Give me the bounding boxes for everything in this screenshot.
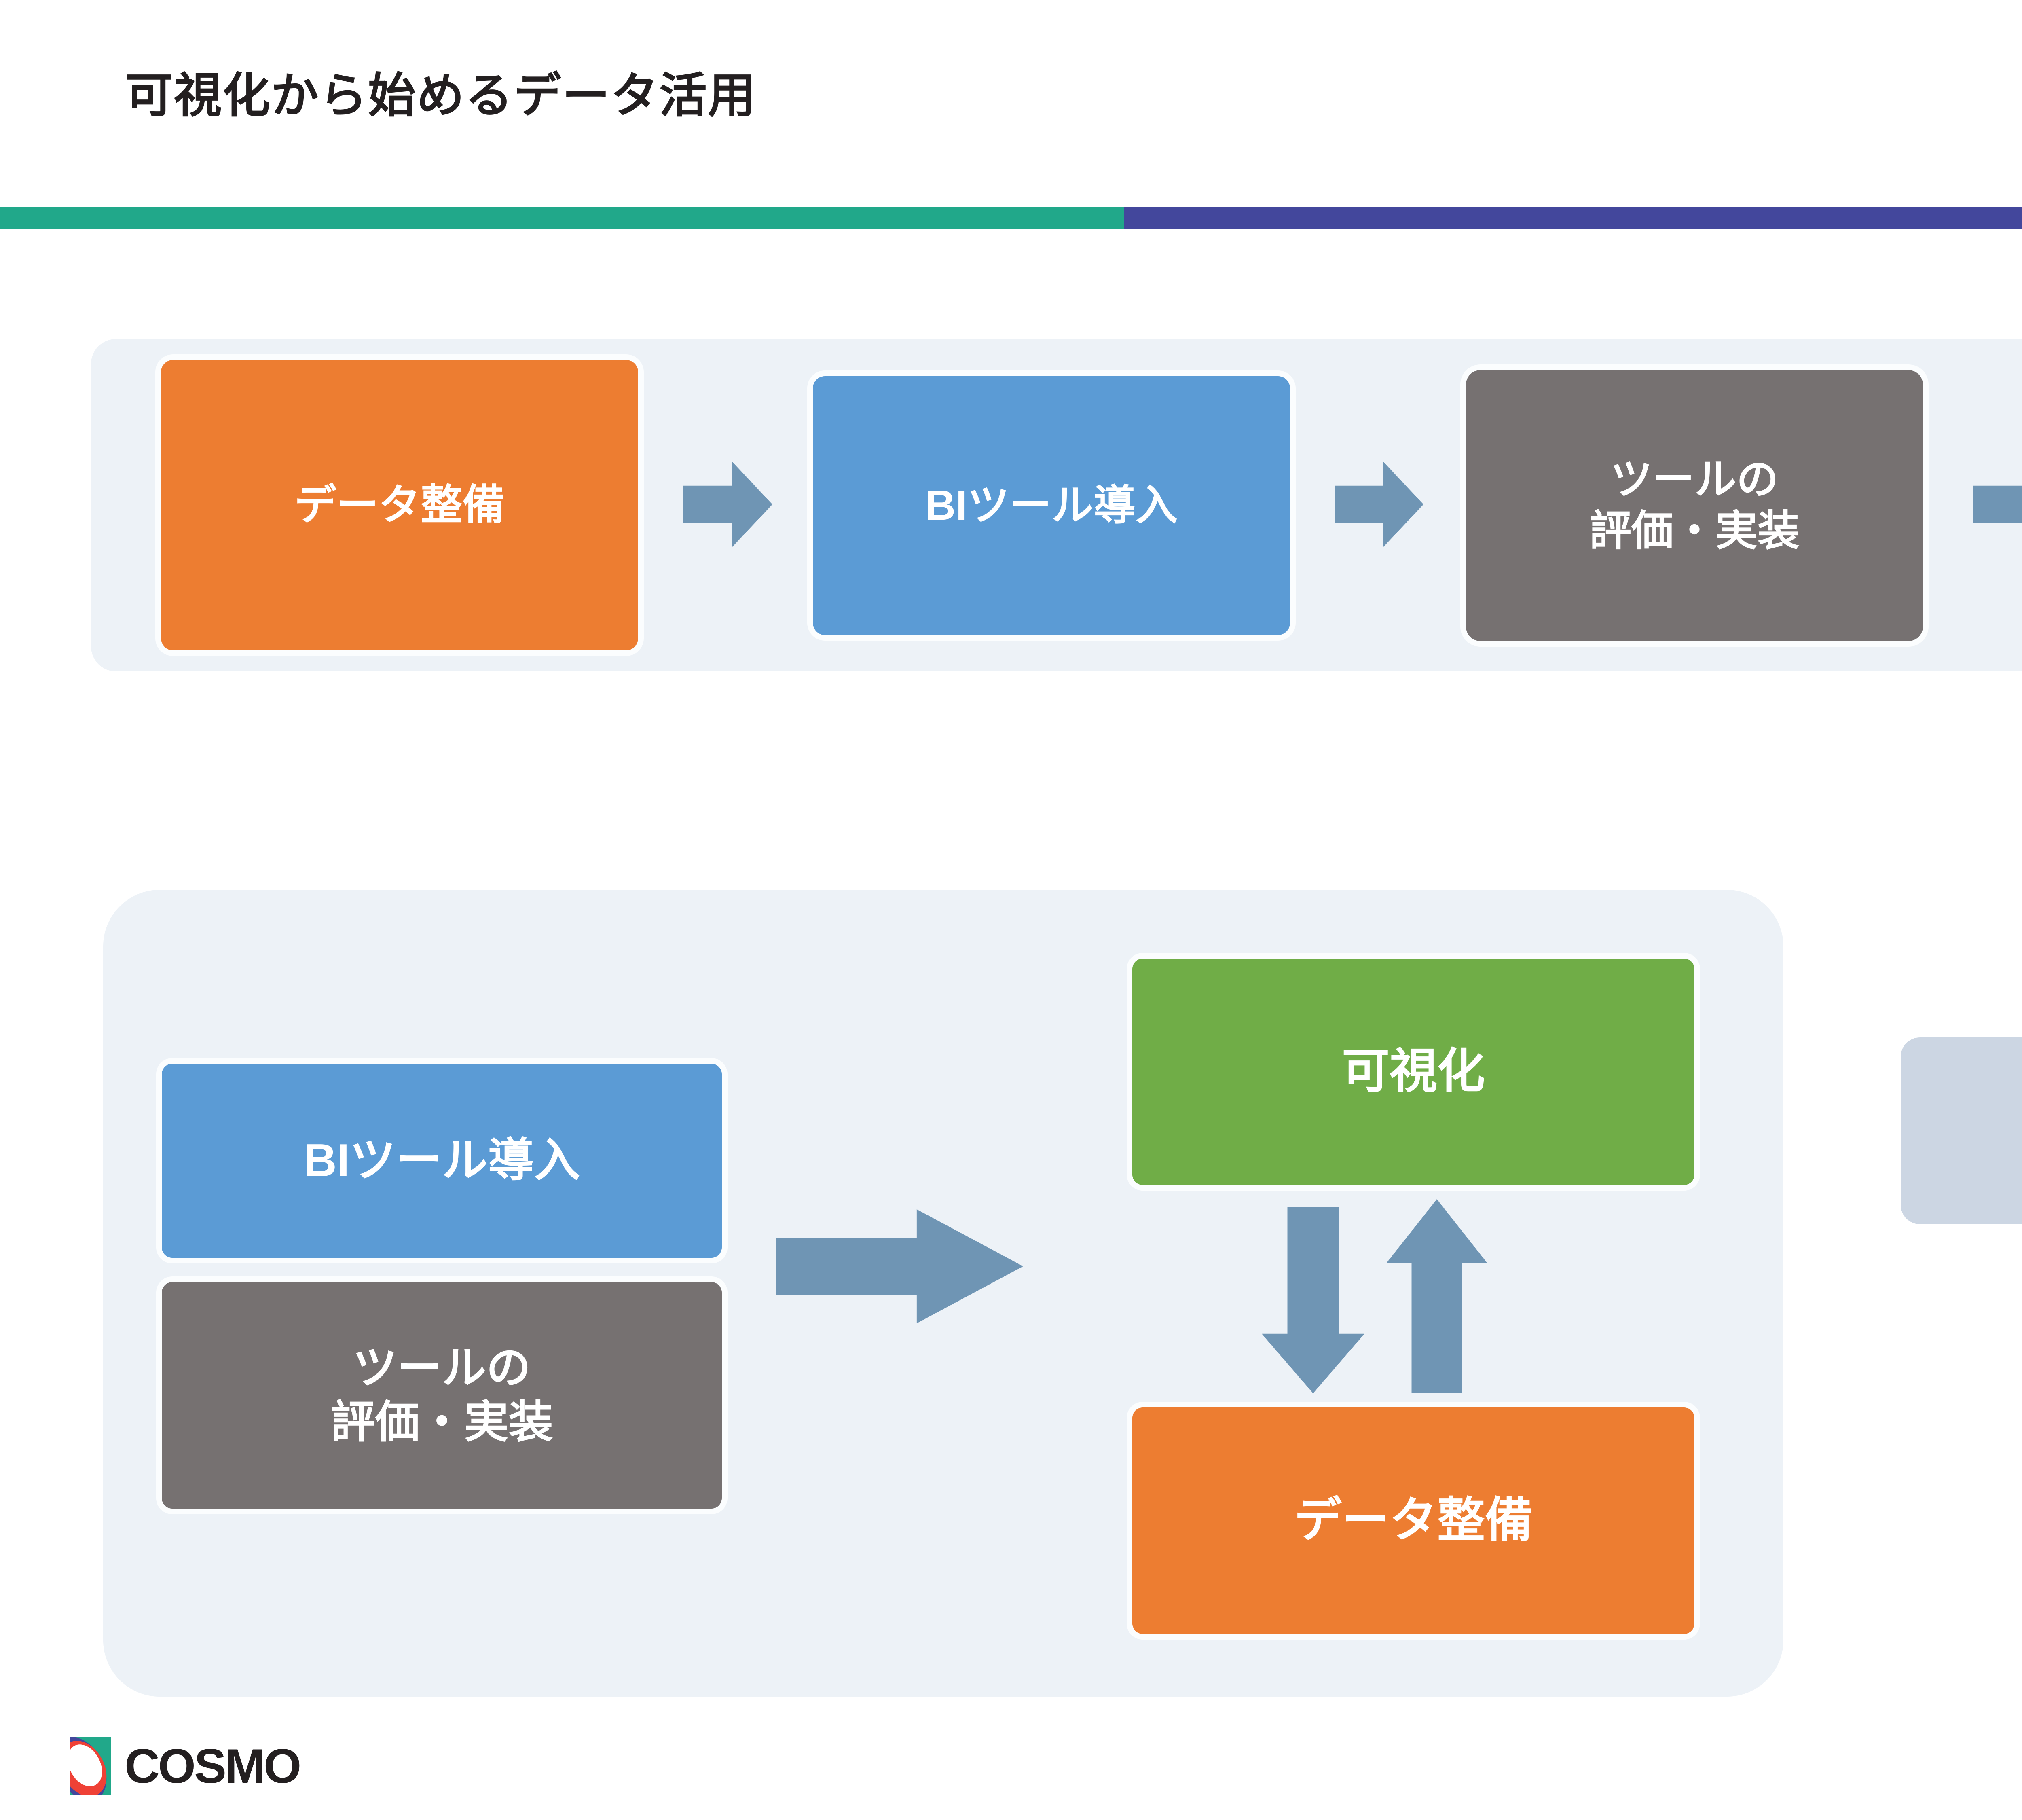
accent-segment-blue [1124, 207, 2022, 229]
cycle-step-line2: 評価・実装 [330, 1397, 553, 1447]
flow-step-line1: ツールの [1610, 456, 1779, 504]
callout-message: データ基盤再構築による データ活用へのハードルを極小化 [1901, 1037, 2022, 1224]
cycle-step-bi-tool-introduction[interactable]: BIツール導入 [162, 1064, 722, 1258]
cycle-step-visualization[interactable]: 可視化 [1132, 959, 1694, 1185]
cycle-step-tool-evaluation-implementation[interactable]: ツールの 評価・実装 [162, 1282, 722, 1509]
cosmo-mark-icon [70, 1737, 111, 1795]
cycle-step-line1: ツールの [353, 1343, 531, 1393]
flow-step-bi-tool-introduction[interactable]: BIツール導入 [813, 376, 1290, 635]
accent-color-bar [0, 207, 2022, 229]
cosmo-logo: COSMO [70, 1737, 301, 1795]
cycle-step-data-preparation[interactable]: データ整備 [1132, 1407, 1694, 1634]
flow-step-data-preparation[interactable]: データ整備 [161, 360, 638, 650]
page-title: 可視化から始めるデータ活用 [125, 69, 757, 123]
flow-step-line2: 評価・実装 [1589, 508, 1800, 554]
flow-step-tool-evaluation-implementation[interactable]: ツールの 評価・実装 [1466, 370, 1923, 641]
accent-segment-teal [0, 207, 1124, 229]
cosmo-wordmark: COSMO [125, 1739, 301, 1793]
